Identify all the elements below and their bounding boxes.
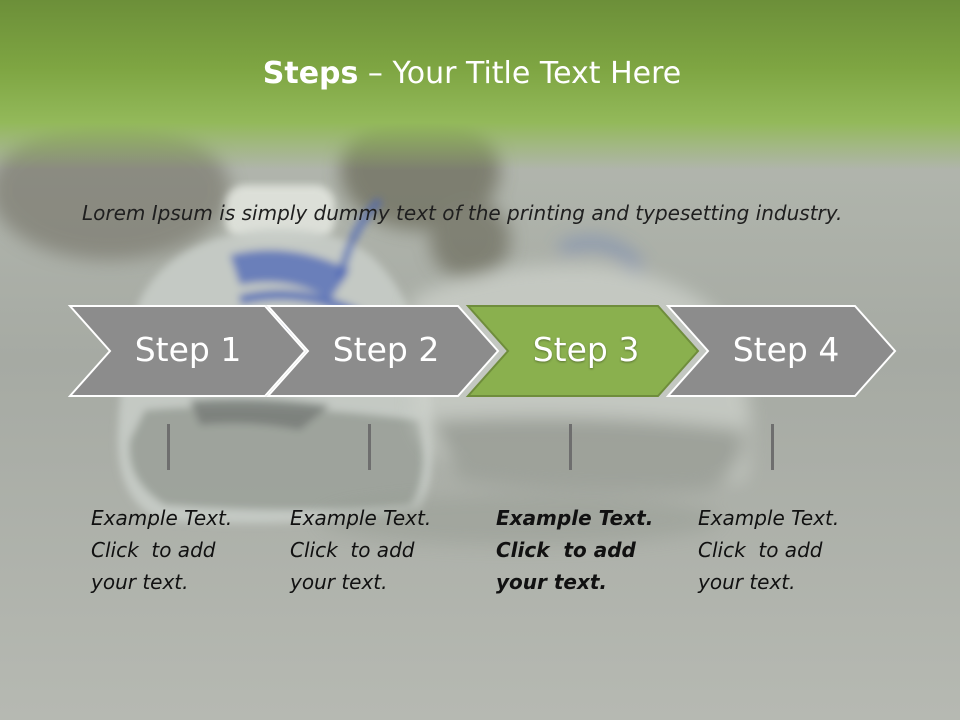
step-2-label: Step 2 bbox=[332, 330, 440, 369]
step-2-connector bbox=[368, 424, 371, 470]
step-1-desc-line3: your text. bbox=[91, 570, 189, 594]
step-4-connector bbox=[771, 424, 774, 470]
step-3-label: Step 3 bbox=[532, 330, 640, 369]
step-4-desc-line1: Example Text. bbox=[698, 506, 840, 530]
step-3-desc-line2: Click to add bbox=[496, 538, 636, 562]
step-2-desc-line2: Click to add bbox=[290, 538, 415, 562]
step-4-label: Step 4 bbox=[732, 330, 840, 369]
intro-text[interactable]: Lorem Ipsum is simply dummy text of the … bbox=[82, 201, 843, 225]
title-bold: Steps bbox=[262, 56, 359, 91]
title-rest: – Your Title Text Here bbox=[358, 56, 682, 91]
step-3-chevron[interactable] bbox=[465, 305, 700, 397]
step-1-description[interactable]: Example Text. Click to add your text. bbox=[91, 502, 261, 598]
step-2-desc-line1: Example Text. bbox=[290, 506, 432, 530]
step-4-description[interactable]: Example Text. Click to add your text. bbox=[698, 502, 868, 598]
step-1-desc-line1: Example Text. bbox=[91, 506, 233, 530]
title-band bbox=[0, 0, 960, 170]
slide-title[interactable]: Steps – Your Title Text Here bbox=[0, 56, 944, 91]
step-1-desc-line2: Click to add bbox=[91, 538, 216, 562]
step-1-label: Step 1 bbox=[134, 330, 242, 369]
step-1-connector bbox=[167, 424, 170, 470]
step-3-desc-line1: Example Text. bbox=[496, 506, 654, 530]
step-2-chevron[interactable] bbox=[265, 305, 500, 397]
step-2-description[interactable]: Example Text. Click to add your text. bbox=[290, 502, 460, 598]
step-4-desc-line2: Click to add bbox=[698, 538, 823, 562]
step-3-description[interactable]: Example Text. Click to add your text. bbox=[496, 502, 666, 598]
step-4-chevron[interactable] bbox=[665, 305, 897, 397]
step-3-desc-line3: your text. bbox=[496, 570, 608, 594]
step-4-desc-line3: your text. bbox=[698, 570, 796, 594]
step-2-desc-line3: your text. bbox=[290, 570, 388, 594]
step-3-connector bbox=[569, 424, 572, 470]
step-1-chevron[interactable] bbox=[67, 305, 307, 397]
